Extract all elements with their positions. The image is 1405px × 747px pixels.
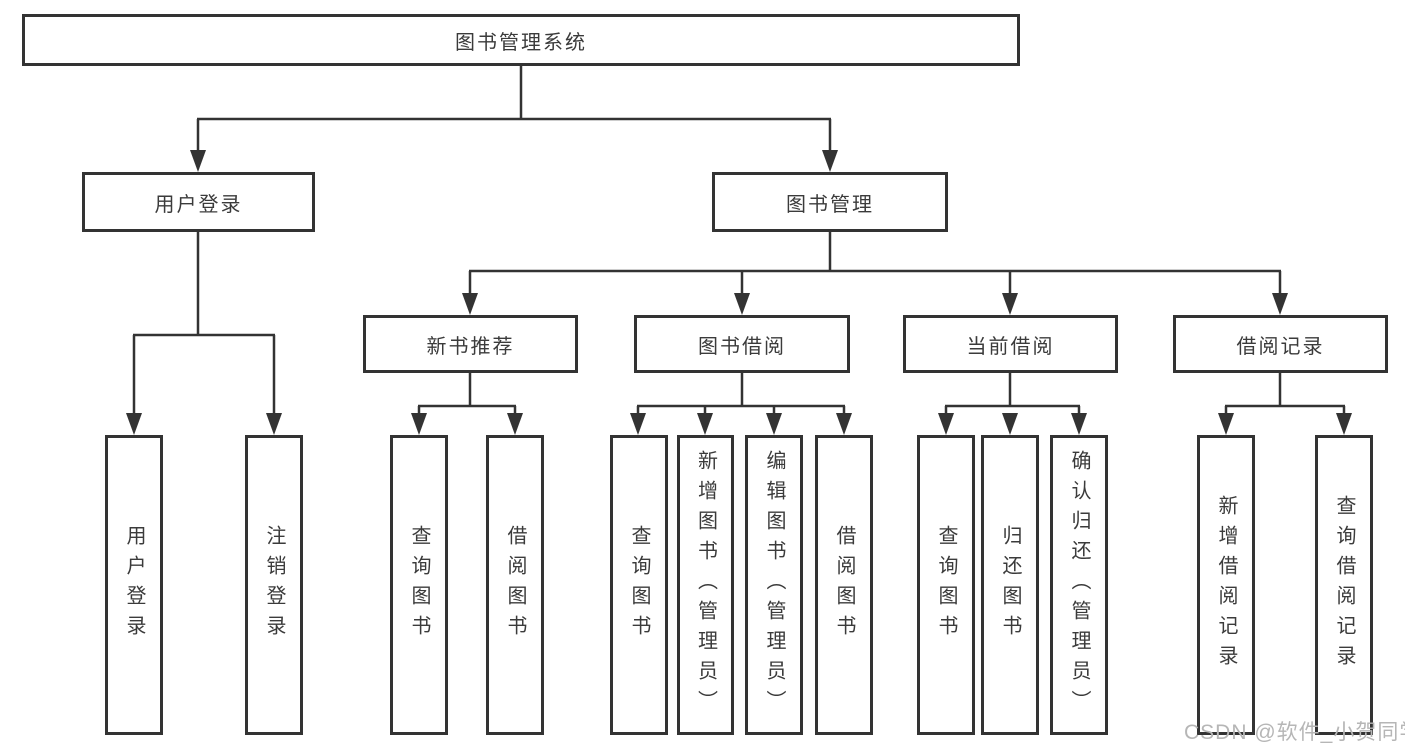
node-user-login: 用户登录 bbox=[82, 172, 315, 232]
leaf-return-book: 归还图书 bbox=[981, 435, 1039, 735]
leaf-confirm-return-admin: 确认归还（管理员） bbox=[1050, 435, 1108, 735]
node-borrow-records: 借阅记录 bbox=[1173, 315, 1388, 373]
leaf-add-book-admin: 新增图书（管理员） bbox=[677, 435, 734, 735]
leaf-user-login: 用户登录 bbox=[105, 435, 163, 735]
leaf-borrow-book: 借阅图书 bbox=[815, 435, 873, 735]
node-book-management: 图书管理 bbox=[712, 172, 948, 232]
csdn-watermark: CSDN @软件_小贺同学 bbox=[1184, 721, 1405, 744]
leaf-query-book-newbooks: 查询图书 bbox=[390, 435, 448, 735]
node-library-system: 图书管理系统 bbox=[22, 14, 1020, 66]
leaf-query-book-borrow: 查询图书 bbox=[610, 435, 668, 735]
node-current-borrow: 当前借阅 bbox=[903, 315, 1118, 373]
leaf-edit-book-admin: 编辑图书（管理员） bbox=[745, 435, 803, 735]
leaf-query-book-current: 查询图书 bbox=[917, 435, 975, 735]
leaf-query-borrow-record: 查询借阅记录 bbox=[1315, 435, 1373, 735]
node-new-book-recommend: 新书推荐 bbox=[363, 315, 578, 373]
leaf-logout: 注销登录 bbox=[245, 435, 303, 735]
leaf-borrow-book-newbooks: 借阅图书 bbox=[486, 435, 544, 735]
leaf-add-borrow-record: 新增借阅记录 bbox=[1197, 435, 1255, 735]
node-book-borrow: 图书借阅 bbox=[634, 315, 850, 373]
